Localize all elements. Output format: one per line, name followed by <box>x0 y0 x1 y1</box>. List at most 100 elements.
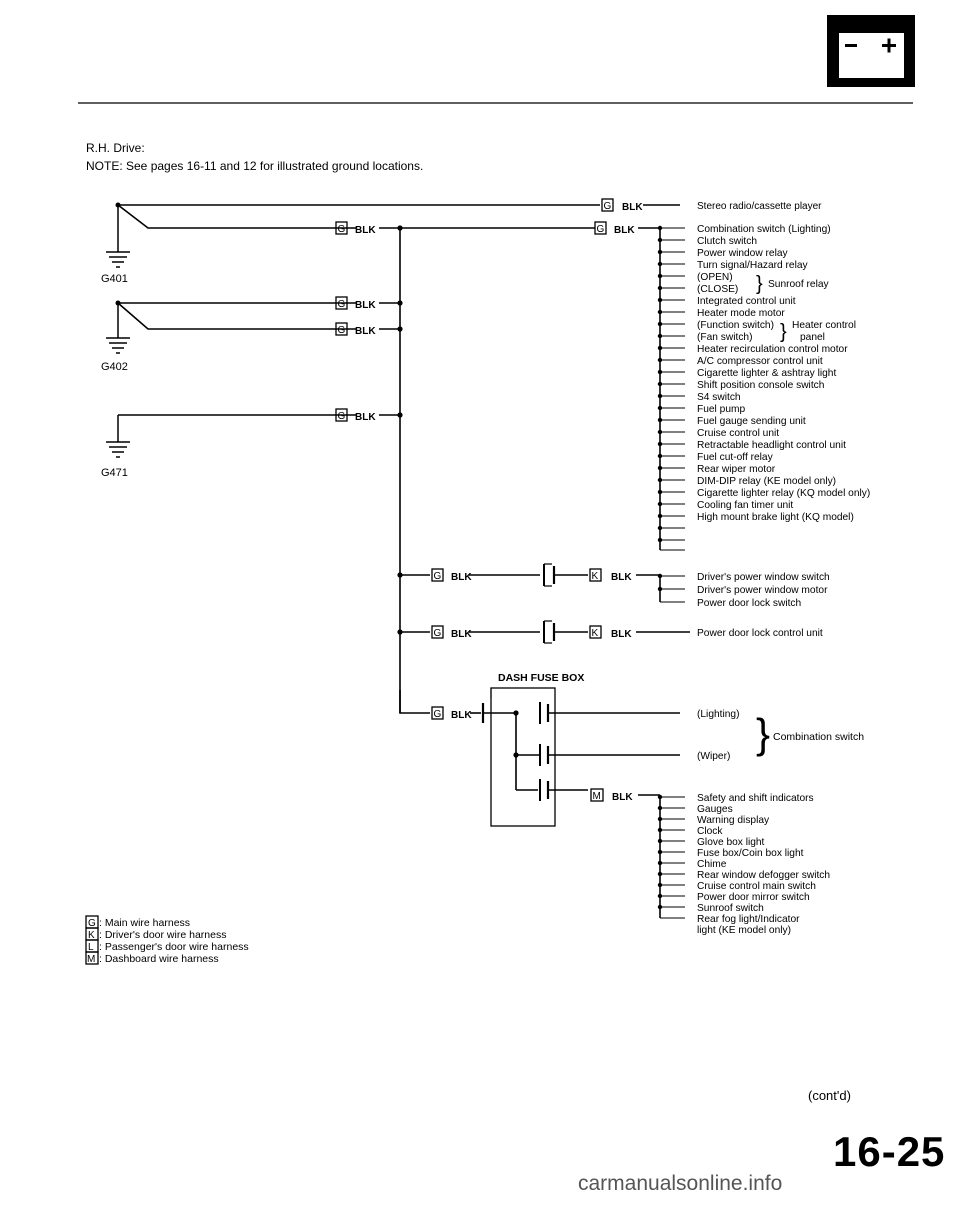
connector-driver-door-g: G BLK <box>431 568 472 583</box>
svg-text:G: G <box>88 918 96 929</box>
svg-text:G: G <box>604 201 612 212</box>
main-branch-wires <box>638 225 685 551</box>
svg-text:Fuse box/Coin box light: Fuse box/Coin box light <box>697 848 804 859</box>
svg-text:Cruise control main switch: Cruise control main switch <box>697 881 816 892</box>
connector-fuse-box-g: G BLK <box>431 706 472 721</box>
svg-text:Retractable headlight control: Retractable headlight control unit <box>697 440 846 451</box>
svg-text:Fuel cut-off relay: Fuel cut-off relay <box>697 452 774 463</box>
svg-text:BLK: BLK <box>355 326 376 337</box>
svg-text:DIM-DIP relay (KE model only): DIM-DIP relay (KE model only) <box>697 476 836 487</box>
svg-text:light (KE model only): light (KE model only) <box>697 925 791 936</box>
svg-text:S4 switch: S4 switch <box>697 392 741 403</box>
stereo-label: Stereo radio/cassette player <box>697 201 822 212</box>
ground-g471-label: G471 <box>101 467 128 479</box>
driver-door-wires <box>397 563 685 603</box>
svg-text:Power window relay: Power window relay <box>697 248 788 259</box>
svg-text:(Function switch): (Function switch) <box>697 320 774 331</box>
svg-text:Clutch switch: Clutch switch <box>697 236 757 247</box>
heater-panel-group-label-1: Heater control <box>792 320 856 331</box>
connector-main-branch: G BLK <box>594 221 635 236</box>
svg-text:G: G <box>434 571 442 582</box>
connector-stereo: G BLK <box>601 198 643 213</box>
svg-text:Rear fog light/Indicator: Rear fog light/Indicator <box>697 914 800 925</box>
comb-switch-brace: } <box>756 710 770 757</box>
svg-text:Fuel gauge sending unit: Fuel gauge sending unit <box>697 416 806 427</box>
heater-panel-group-brace: } <box>780 321 787 343</box>
connector-driver-door-k: K BLK <box>589 568 632 583</box>
svg-text:K: K <box>592 628 599 639</box>
watermark: carmanualsonline.info <box>578 1172 783 1195</box>
svg-text:Warning display: Warning display <box>697 815 770 826</box>
ground-g401-label: G401 <box>101 273 128 285</box>
svg-text:Chime: Chime <box>697 859 727 870</box>
svg-text:BLK: BLK <box>355 412 376 423</box>
main-branch-labels: Combination switch (Lighting) Clutch swi… <box>697 224 870 523</box>
svg-text:M: M <box>593 791 601 802</box>
ground-wires <box>115 202 600 713</box>
svg-text:Clock: Clock <box>697 826 723 837</box>
battery-icon <box>827 15 915 87</box>
connector-g402-b: G BLK <box>335 322 376 337</box>
svg-text:Turn signal/Hazard relay: Turn signal/Hazard relay <box>697 260 809 271</box>
svg-text:Heater recirculation control m: Heater recirculation control motor <box>697 344 848 355</box>
sunroof-relay-group-label: Sunroof relay <box>768 279 829 290</box>
svg-text:G: G <box>338 299 346 310</box>
svg-text:Driver's power window switch: Driver's power window switch <box>697 572 830 583</box>
svg-text:G: G <box>338 325 346 336</box>
connector-lock-unit-k: K BLK <box>589 625 632 640</box>
heater-panel-group-label-2: panel <box>800 332 825 343</box>
svg-text:L: L <box>88 942 94 953</box>
svg-text:Power door lock switch: Power door lock switch <box>697 598 801 609</box>
svg-text:Glove box light: Glove box light <box>697 837 765 848</box>
diagram-title: R.H. Drive: <box>86 141 145 155</box>
svg-text:Rear window defogger switch: Rear window defogger switch <box>697 870 830 881</box>
driver-door-labels: Driver's power window switch Driver's po… <box>697 572 830 609</box>
svg-text:Fuel pump: Fuel pump <box>697 404 745 415</box>
svg-text:Combination switch (Lighting): Combination switch (Lighting) <box>697 224 831 235</box>
svg-text:Cooling fan timer unit: Cooling fan timer unit <box>697 500 793 511</box>
svg-text:High mount brake light (KQ mod: High mount brake light (KQ model) <box>697 512 854 523</box>
svg-text:BLK: BLK <box>611 572 632 583</box>
svg-text:(OPEN): (OPEN) <box>697 272 733 283</box>
svg-text:Sunroof switch: Sunroof switch <box>697 903 764 914</box>
svg-text:(Fan switch): (Fan switch) <box>697 332 752 343</box>
svg-text:BLK: BLK <box>611 629 632 640</box>
connector-g471: G BLK <box>335 408 376 423</box>
connector-g402-a: G BLK <box>335 296 376 311</box>
svg-text:G: G <box>338 411 346 422</box>
fuse-box-label: DASH FUSE BOX <box>498 672 584 684</box>
svg-text:: Passenger's door wire harnes: : Passenger's door wire harness <box>99 941 249 953</box>
svg-text:A/C compressor control unit: A/C compressor control unit <box>697 356 823 367</box>
svg-text:BLK: BLK <box>612 792 633 803</box>
svg-text:K: K <box>592 571 599 582</box>
svg-text:Cigarette lighter & ashtray li: Cigarette lighter & ashtray light <box>697 368 836 379</box>
svg-text:Power door mirror switch: Power door mirror switch <box>697 892 810 903</box>
dashboard-labels: Safety and shift indicators Gauges Warni… <box>697 793 830 936</box>
page-number: 16-25 <box>833 1128 946 1175</box>
svg-text:BLK: BLK <box>614 225 635 236</box>
svg-text:BLK: BLK <box>355 225 376 236</box>
harness-legend: G : Main wire harness K : Driver's door … <box>85 915 249 965</box>
svg-text:BLK: BLK <box>355 300 376 311</box>
connector-dashboard-m: M BLK <box>590 788 633 803</box>
comb-switch-lighting: (Lighting) <box>697 709 739 720</box>
ground-symbols <box>106 205 130 458</box>
svg-text:G: G <box>338 224 346 235</box>
connector-lock-unit-g: G BLK <box>431 625 472 640</box>
svg-text:BLK: BLK <box>451 629 472 640</box>
svg-text:: Driver's door wire harness: : Driver's door wire harness <box>99 929 226 941</box>
svg-text:BLK: BLK <box>451 572 472 583</box>
ground-g402-label: G402 <box>101 361 128 373</box>
comb-switch-group-label: Combination switch <box>773 731 864 743</box>
door-lock-unit-label: Power door lock control unit <box>697 628 823 639</box>
continued-label: (cont'd) <box>808 1088 851 1103</box>
dashboard-wires <box>638 794 685 919</box>
svg-text:: Dashboard wire harness: : Dashboard wire harness <box>99 953 219 965</box>
svg-text:Cigarette lighter relay (KQ mo: Cigarette lighter relay (KQ model only) <box>697 488 870 499</box>
svg-text:Cruise control unit: Cruise control unit <box>697 428 779 439</box>
svg-text:K: K <box>88 930 95 941</box>
svg-text:Safety and shift indicators: Safety and shift indicators <box>697 793 814 804</box>
svg-text:M: M <box>87 954 95 965</box>
svg-text:Driver's power window motor: Driver's power window motor <box>697 585 828 596</box>
